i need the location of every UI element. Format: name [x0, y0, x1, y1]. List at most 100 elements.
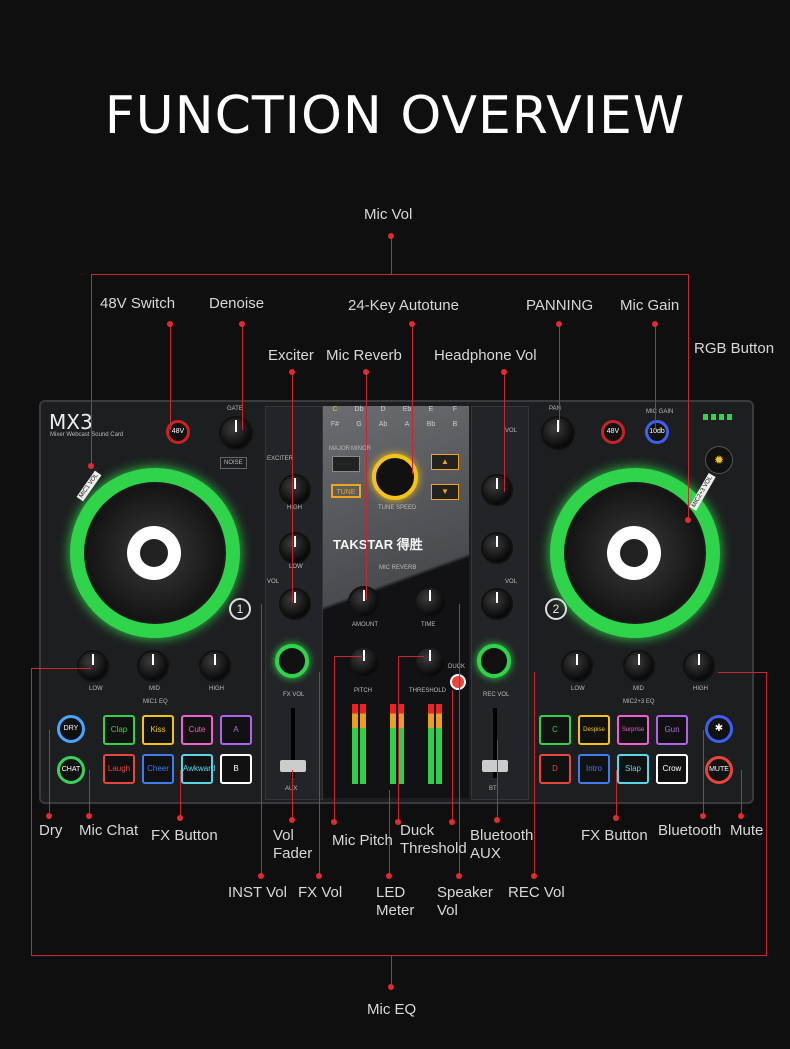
- amount-label: AMOUNT: [352, 622, 378, 628]
- pitch-knob[interactable]: [348, 646, 380, 678]
- callout-dot: [386, 873, 392, 879]
- key-a[interactable]: A: [404, 421, 410, 428]
- left-eq-low-knob[interactable]: [77, 650, 109, 682]
- led-meter-4: [398, 704, 404, 784]
- fx-vol-knob[interactable]: [275, 644, 309, 678]
- gate-knob[interactable]: [219, 416, 253, 450]
- key-bb[interactable]: Bb: [426, 421, 436, 428]
- leader-line: [366, 372, 367, 600]
- major-minor-switch[interactable]: [332, 456, 360, 472]
- callout-dot: [363, 369, 369, 375]
- chat-button[interactable]: CHAT: [57, 756, 85, 784]
- reverb-time-knob[interactable]: [414, 586, 446, 618]
- callout-dot: [409, 321, 415, 327]
- key-c[interactable]: C: [332, 406, 338, 413]
- pan-knob[interactable]: [541, 416, 575, 450]
- leader-line: [334, 656, 335, 822]
- dry-button[interactable]: DRY: [57, 715, 85, 743]
- left-eq-label: MIC1 EQ: [143, 699, 168, 705]
- left-48v-button[interactable]: 48V: [166, 420, 190, 444]
- callout-exciter: Exciter: [268, 347, 314, 364]
- left-eq-mid-knob[interactable]: [137, 650, 169, 682]
- pad-kiss[interactable]: Kiss: [142, 715, 174, 745]
- mic-gain-button[interactable]: 10db: [645, 420, 669, 444]
- key-b[interactable]: B: [452, 421, 458, 428]
- vol-fader-handle[interactable]: [280, 760, 306, 772]
- maker-logo: TAKSTAR 得胜: [333, 537, 423, 552]
- led-meter-3: [390, 704, 396, 784]
- threshold-label: THRESHOLD: [409, 688, 447, 694]
- rec-vol-knob[interactable]: [477, 644, 511, 678]
- callout-rgb-button: RGB Button: [694, 340, 775, 357]
- leader-line: [91, 274, 92, 466]
- bluetooth-button[interactable]: ✱: [705, 715, 733, 743]
- pan-label: PAN: [549, 406, 561, 412]
- led-meter-5: [428, 704, 434, 784]
- right-eq-high-knob[interactable]: [683, 650, 715, 682]
- pad-b[interactable]: B: [220, 754, 252, 784]
- bt-fader-handle[interactable]: [482, 760, 508, 772]
- pad-awkward[interactable]: Awkward: [181, 754, 215, 784]
- callout-inst-vol: INST Vol: [228, 884, 287, 901]
- callout-mic-chat: Mic Chat: [79, 822, 139, 839]
- exciter-low-knob[interactable]: [279, 532, 311, 564]
- callout-dot: [239, 321, 245, 327]
- callout-mic-reverb: Mic Reverb: [326, 347, 402, 364]
- left-eq-high-knob[interactable]: [199, 650, 231, 682]
- led-meter-1: [352, 704, 358, 784]
- key-ab[interactable]: Ab: [378, 421, 388, 428]
- key-up-button[interactable]: ▲: [431, 454, 459, 470]
- led-meter-6: [436, 704, 442, 784]
- pad-a[interactable]: A: [220, 715, 252, 745]
- key-e[interactable]: E: [428, 406, 434, 413]
- mute-button[interactable]: MUTE: [705, 756, 733, 784]
- leader-line: [31, 668, 91, 669]
- leader-line: [703, 730, 704, 816]
- leader-line: [49, 730, 50, 816]
- pad-slap[interactable]: Slap: [617, 754, 649, 784]
- key-d[interactable]: D: [380, 406, 386, 413]
- threshold-knob[interactable]: [414, 646, 446, 678]
- callout-mic-gain: Mic Gain: [620, 297, 680, 314]
- rgb-button[interactable]: ✹: [705, 446, 733, 474]
- key-db[interactable]: Db: [354, 406, 364, 413]
- right-eq-mid-knob[interactable]: [623, 650, 655, 682]
- right-48v-button[interactable]: 48V: [601, 420, 625, 444]
- key-g[interactable]: G: [356, 421, 362, 428]
- duck-button[interactable]: [450, 674, 466, 690]
- pad-cheer[interactable]: Cheer: [142, 754, 174, 784]
- pad-crow[interactable]: Crow: [656, 754, 688, 784]
- callout-autotune: 24-Key Autotune: [348, 297, 459, 314]
- key-fsharp[interactable]: F#: [330, 421, 340, 428]
- left-eq-mid-label: MID: [149, 686, 160, 692]
- left-jog-center: [140, 539, 168, 567]
- reverb-amount-knob[interactable]: [348, 586, 380, 618]
- noise-button[interactable]: NOISE: [220, 457, 247, 469]
- exciter-high-knob[interactable]: [279, 474, 311, 506]
- pad-d[interactable]: D: [539, 754, 571, 784]
- leader-line: [180, 770, 181, 818]
- right-eq-low-knob[interactable]: [561, 650, 593, 682]
- pad-laugh[interactable]: Laugh: [103, 754, 135, 784]
- pad-despise[interactable]: Despise: [578, 715, 610, 745]
- leader-line: [766, 672, 767, 956]
- pad-intro[interactable]: Intro: [578, 754, 610, 784]
- pad-surprise[interactable]: Surprise: [617, 715, 649, 745]
- inst-vol-knob[interactable]: [279, 588, 311, 620]
- pad-gun[interactable]: Gun: [656, 715, 688, 745]
- tune-speed-knob[interactable]: [372, 454, 418, 500]
- leader-line: [261, 604, 262, 876]
- pad-clap[interactable]: Clap: [103, 715, 135, 745]
- speaker-vol-label: VOL: [505, 579, 518, 585]
- pad-c[interactable]: C: [539, 715, 571, 745]
- speaker-vol-knob[interactable]: [481, 588, 513, 620]
- brand-logo: MX3: [49, 410, 93, 434]
- pad-cute[interactable]: Cute: [181, 715, 213, 745]
- key-down-button[interactable]: ▼: [431, 484, 459, 500]
- headphone-vol-knob[interactable]: [481, 474, 513, 506]
- tune-button[interactable]: TUNE: [331, 484, 361, 498]
- key-eb[interactable]: Eb: [402, 406, 412, 413]
- headphone-mix-knob[interactable]: [481, 532, 513, 564]
- key-f[interactable]: F: [452, 406, 458, 413]
- callout-dot: [531, 873, 537, 879]
